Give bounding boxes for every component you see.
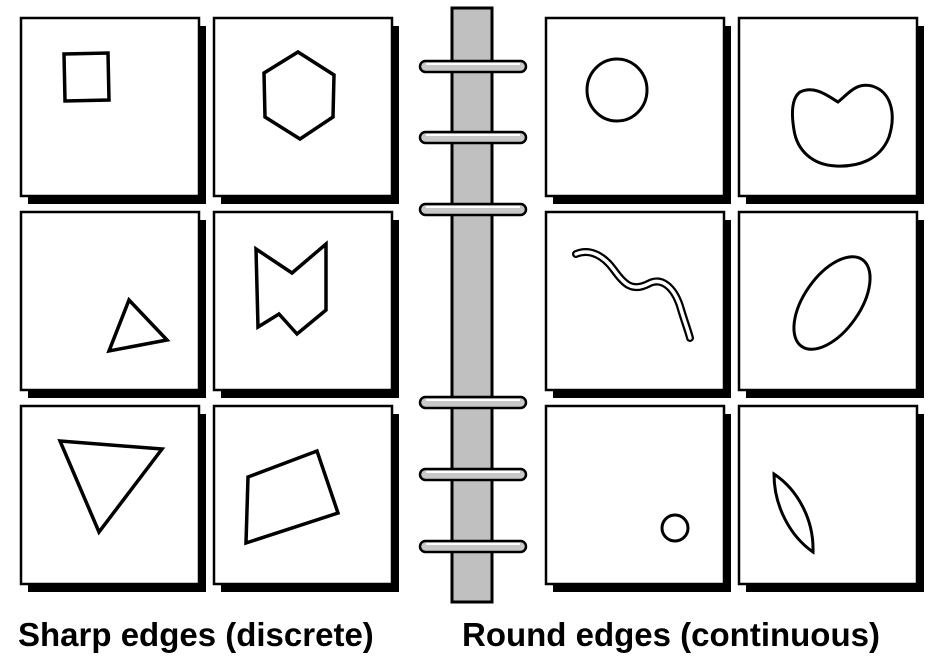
- small-triangle-shape: [106, 296, 171, 354]
- binder-ring: [418, 539, 528, 554]
- tilted-ellipse-shape: [792, 255, 872, 351]
- kidney-bean-shape: [790, 83, 894, 168]
- binder-ring: [418, 59, 528, 74]
- binder-ring: [418, 395, 528, 410]
- panel-notched-bowtie: [212, 210, 399, 398]
- lens-shape: [772, 471, 815, 555]
- caption-round-edges: Round edges (continuous): [462, 616, 880, 653]
- large-triangle-shape: [57, 439, 166, 536]
- notched-bowtie-shape: [254, 240, 328, 337]
- binder-ring: [418, 130, 528, 145]
- panel-small-square: [19, 16, 206, 204]
- caption-sharp-edges: Sharp edges (discrete): [18, 616, 374, 653]
- small-circle-shape: [660, 513, 690, 543]
- panel-wavy-line: [544, 210, 731, 398]
- binder-ring: [418, 202, 528, 217]
- binder-ring: [418, 467, 528, 482]
- binder-spine: [450, 6, 494, 604]
- hexagon-shape: [262, 49, 336, 142]
- right-page-round-shapes: [544, 16, 924, 592]
- panel-circle: [544, 16, 731, 204]
- panel-tilted-ellipse: [737, 210, 924, 398]
- small-square-shape: [62, 51, 111, 103]
- panel-hexagon: [212, 16, 399, 204]
- circle-shape: [585, 57, 649, 123]
- quadrilateral-shape: [244, 448, 341, 546]
- binder-rings: [418, 59, 528, 554]
- panel-small-circle: [544, 404, 731, 592]
- left-page-sharp-shapes: [19, 16, 399, 592]
- panel-small-triangle: [19, 210, 206, 398]
- panel-lens: [737, 404, 924, 592]
- panel-quadrilateral: [212, 404, 399, 592]
- panel-kidney-bean: [737, 16, 924, 204]
- panel-large-triangle: [19, 404, 206, 592]
